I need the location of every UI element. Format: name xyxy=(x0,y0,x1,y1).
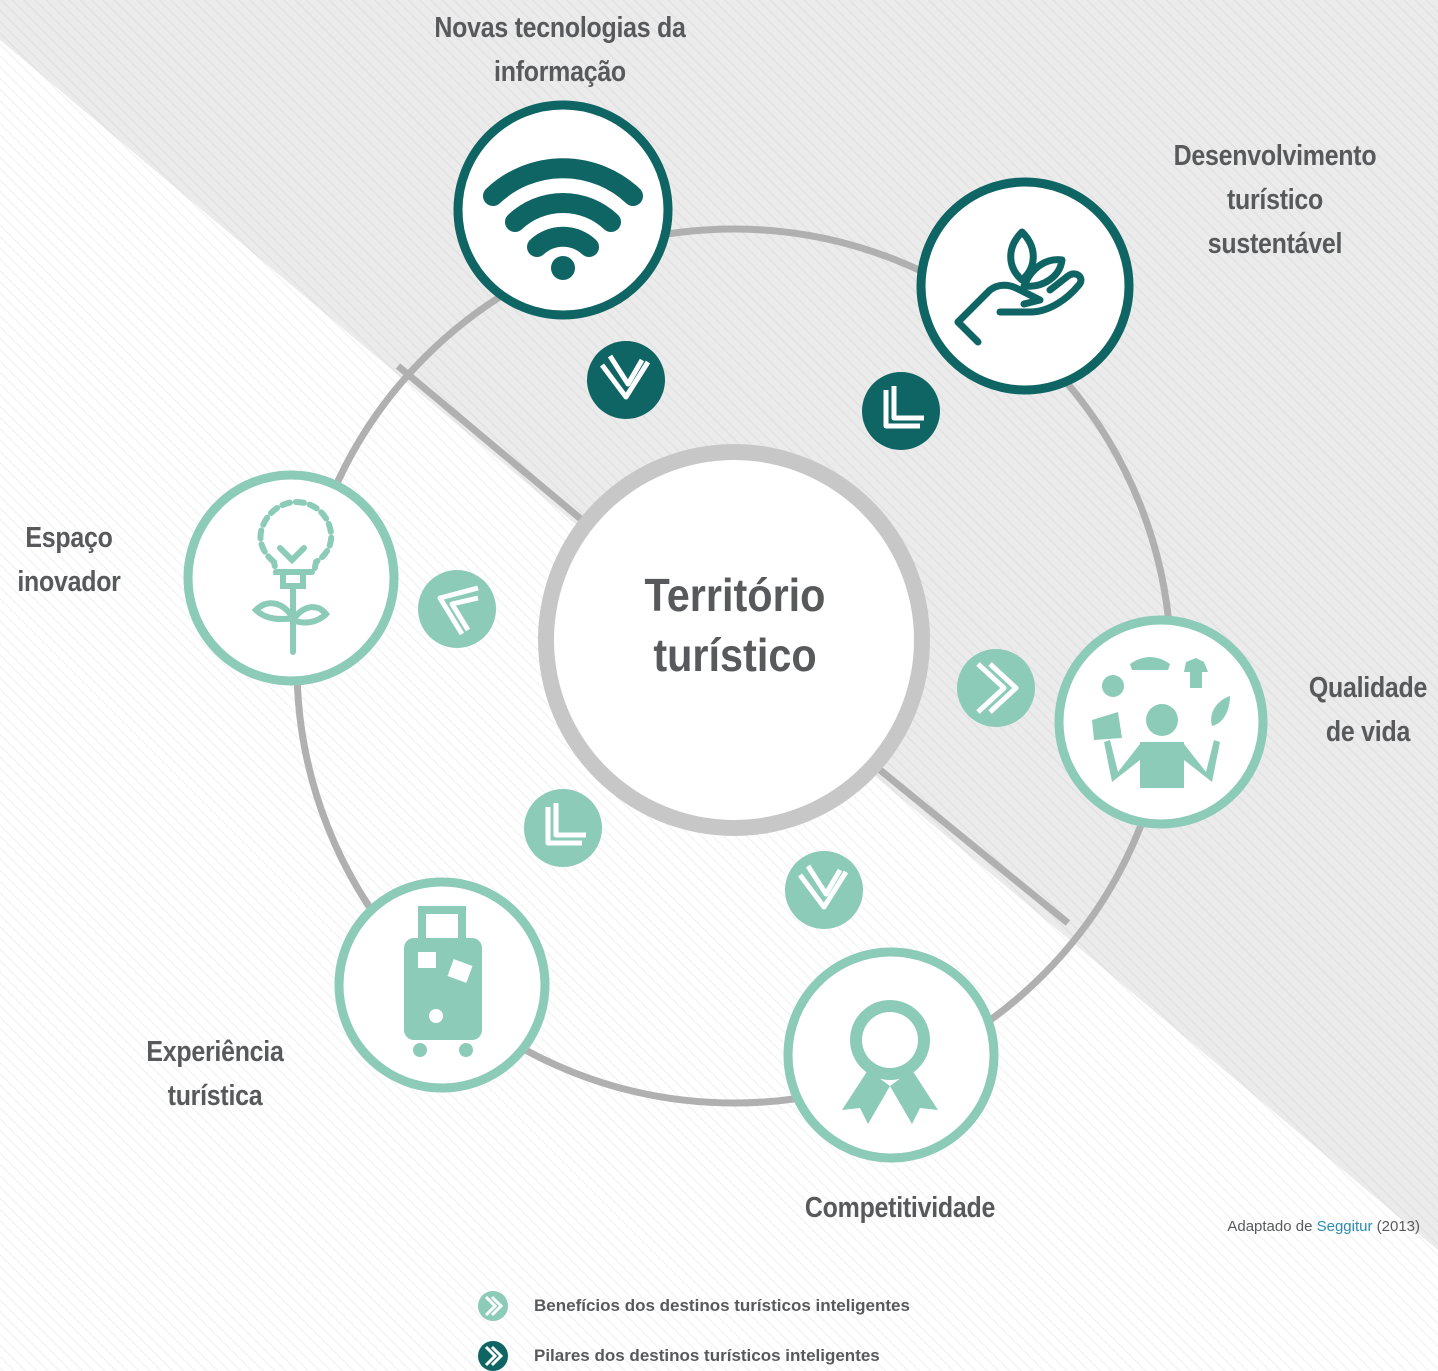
node-quality xyxy=(1054,615,1268,829)
lightbulb-plant-icon xyxy=(251,498,335,655)
badge-pillar-1 xyxy=(587,341,665,419)
legend-benefits-label: Benefícios dos destinos turísticos intel… xyxy=(534,1296,910,1315)
label-tech: Novas tecnologias da informação xyxy=(388,6,732,94)
divider-spoke-upper-left xyxy=(395,363,585,523)
source-prefix: Adaptado de xyxy=(1227,1218,1317,1235)
center-title-line1: Território xyxy=(644,569,826,621)
hand-leaf-icon xyxy=(954,228,1085,346)
suitcase-icon xyxy=(404,906,482,1057)
badge-benefit-3 xyxy=(524,789,602,867)
label-innov: Espaço inovador xyxy=(10,516,129,604)
badge-pillar-2 xyxy=(862,372,940,450)
label-quality-line1: Qualidade xyxy=(1308,672,1428,704)
label-sust-line1: Desenvolvimento xyxy=(1173,140,1377,172)
center-title-line2: turístico xyxy=(653,629,817,681)
center-circle xyxy=(554,460,914,820)
center-title: Território turístico xyxy=(573,565,897,685)
source-suffix: (2013) xyxy=(1372,1218,1420,1235)
label-quality: Qualidade de vida xyxy=(1291,666,1438,754)
badge-benefit-1 xyxy=(957,649,1035,727)
legend-item-pillars: Pilares dos destinos turísticos intelige… xyxy=(478,1341,880,1371)
label-sust-line3: sustentável xyxy=(1207,228,1343,260)
label-sust: Desenvolvimento turístico sustentável xyxy=(1150,134,1399,266)
node-exp xyxy=(334,877,550,1093)
label-tech-line1: Novas tecnologias da xyxy=(434,12,686,44)
wifi-icon xyxy=(483,158,643,257)
node-sust xyxy=(916,177,1134,395)
label-quality-line2: de vida xyxy=(1325,716,1411,748)
label-exp-line1: Experiência xyxy=(146,1036,284,1068)
label-sust-line2: turístico xyxy=(1226,184,1324,216)
node-comp xyxy=(783,947,999,1163)
badge-benefit-4 xyxy=(418,570,496,648)
award-ribbon-icon xyxy=(842,1000,938,1124)
juggling-person-icon xyxy=(1092,657,1230,788)
legend-pillars-label: Pilares dos destinos turísticos intelige… xyxy=(534,1346,880,1365)
badge-benefit-2 xyxy=(785,851,863,929)
label-comp: Competitividade xyxy=(780,1186,1021,1230)
node-tech xyxy=(453,100,673,320)
legend-benefit-icon xyxy=(478,1291,508,1321)
label-innov-line2: inovador xyxy=(17,566,121,598)
label-comp-line1: Competitividade xyxy=(804,1192,996,1224)
legend-pillar-icon xyxy=(478,1341,508,1371)
divider-spoke-lower-right xyxy=(877,767,1071,926)
label-exp-line2: turística xyxy=(167,1080,263,1112)
node-innov xyxy=(183,470,399,686)
label-exp: Experiência turística xyxy=(125,1030,306,1118)
source-link[interactable]: Seggitur xyxy=(1316,1218,1373,1235)
legend-item-benefits: Benefícios dos destinos turísticos intel… xyxy=(478,1291,910,1321)
label-tech-line2: informação xyxy=(494,56,626,88)
label-innov-line1: Espaço xyxy=(25,522,113,554)
source-note: Adaptado de Seggitur (2013) xyxy=(1160,1218,1420,1235)
